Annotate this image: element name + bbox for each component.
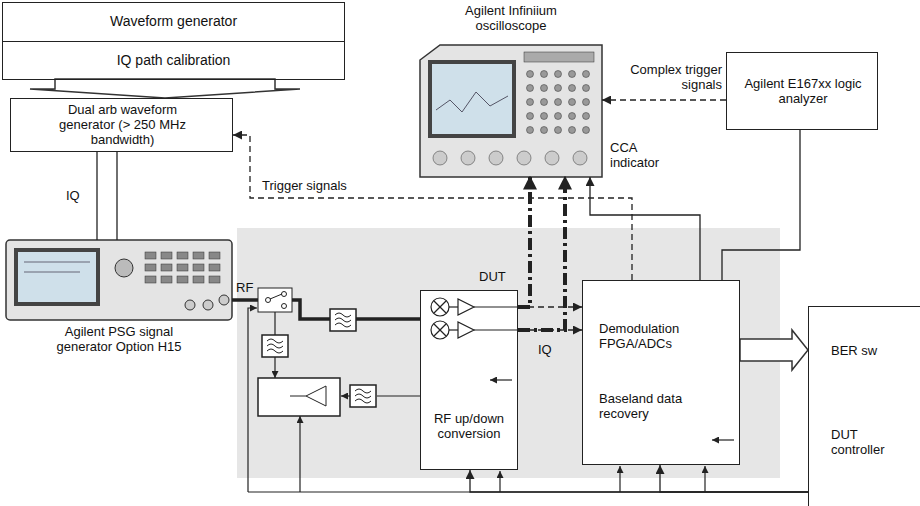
node-text: RF up/down conversion (423, 411, 515, 441)
block-heading: DUT (479, 269, 519, 284)
instrument-picture: Agilent PSG signal generator Option H15 (6, 240, 232, 320)
dut-region (237, 228, 780, 478)
node-text: DUT controller (831, 427, 911, 457)
instrument-box: Agilent E167xx logic analyzer (726, 52, 878, 130)
connector (518, 329, 582, 330)
rf-switch (258, 288, 292, 312)
connector (740, 330, 808, 370)
controller-box: BER sw DUT controller (808, 306, 920, 506)
instrument-picture: Agilent Infiniium oscilloscope (420, 45, 602, 177)
instrument-box: Dual arb waveform generator (> 250 MHz b… (10, 98, 233, 152)
loop-amplifier (258, 378, 340, 416)
dut-block: DUTRF up/down conversion (420, 290, 518, 470)
process-box: IQ path calibration (3, 41, 344, 79)
signal-label: RF (236, 280, 260, 295)
node-text: Agilent PSG signal generator Option H15 (49, 324, 189, 354)
signal-label: CCA indicator (610, 140, 674, 170)
node-text: Dual arb waveform generator (> 250 MHz b… (41, 102, 204, 147)
connector (470, 470, 808, 492)
signal-label: Complex trigger signals (606, 62, 722, 92)
signal-label: Trigger signals (262, 178, 402, 193)
connector (97, 152, 117, 240)
node-text: Waveform generator (3, 14, 344, 29)
signal-label: IQ (538, 342, 568, 357)
mixer-amplifier (431, 298, 518, 339)
signal-label: IQ (66, 188, 96, 203)
connector (518, 177, 530, 307)
node-text: Baseland data recovery (599, 391, 729, 421)
connector (602, 99, 726, 100)
box-fill (420, 290, 518, 470)
oscilloscope-illustration (420, 45, 602, 177)
internal-arrow (490, 379, 512, 380)
dut-block: Demodulation FPGA/ADCsBaseland data reco… (582, 280, 740, 465)
node-text: BER sw (831, 343, 911, 358)
box-fill (582, 280, 740, 465)
connector (518, 306, 582, 307)
connector (590, 177, 700, 280)
connector (660, 465, 808, 492)
node-text: Agilent Infiniium oscilloscope (436, 3, 586, 33)
internal-arrow (712, 439, 734, 440)
connector (722, 130, 800, 280)
signal-generator-illustration (6, 240, 232, 320)
node-text: IQ path calibration (3, 53, 344, 68)
node-text: Demodulation FPGA/ADCs (599, 321, 729, 351)
connector (233, 135, 632, 280)
process-box: Waveform generator IQ path calibration (2, 2, 345, 80)
connector (30, 79, 300, 98)
node-text: Agilent E167xx logic analyzer (743, 76, 863, 106)
